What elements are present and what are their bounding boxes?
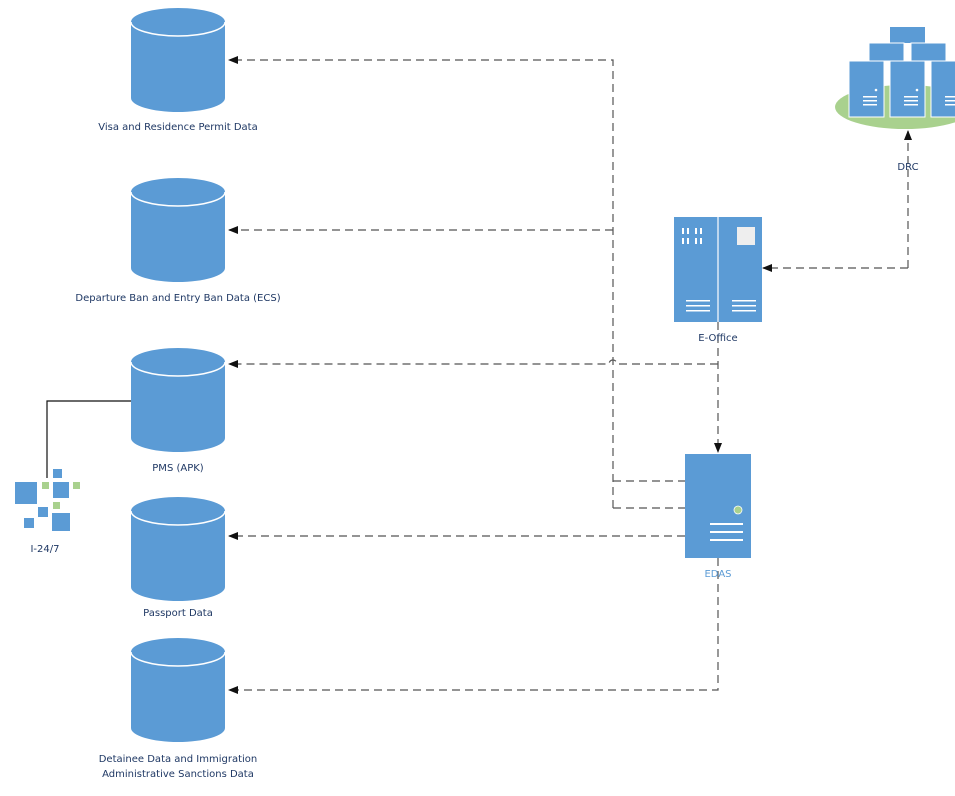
connectors bbox=[46, 56, 912, 694]
database-icon bbox=[130, 637, 226, 743]
pms-database[interactable]: PMS (APK) bbox=[130, 347, 226, 474]
departure-label: Departure Ban and Entry Ban Data (ECS) bbox=[75, 293, 280, 304]
database-icon bbox=[130, 347, 226, 453]
detainee-database[interactable]: Detainee Data and Immigration Administra… bbox=[99, 637, 258, 780]
visa-database[interactable]: Visa and Residence Permit Data bbox=[98, 7, 258, 133]
database-icon bbox=[130, 177, 226, 283]
connector-to-pms bbox=[228, 359, 718, 368]
connector-to-detainee bbox=[228, 558, 719, 694]
i247-node[interactable]: I-24/7 bbox=[15, 469, 80, 555]
passport-database[interactable]: Passport Data bbox=[130, 496, 226, 619]
detainee-label-line2: Administrative Sanctions Data bbox=[102, 769, 254, 780]
database-icon bbox=[130, 7, 226, 113]
departure-database[interactable]: Departure Ban and Entry Ban Data (ECS) bbox=[75, 177, 281, 304]
connector-to-visa bbox=[228, 56, 614, 508]
server-farm-icon bbox=[835, 27, 955, 129]
database-icon bbox=[130, 496, 226, 602]
network-squares-icon bbox=[15, 469, 80, 531]
eoffice-node[interactable]: E-Office bbox=[674, 217, 762, 344]
edas-node[interactable]: EDAS bbox=[685, 454, 751, 580]
drc-label: DRC bbox=[897, 162, 918, 173]
server-rack-icon bbox=[674, 217, 762, 322]
drc-node[interactable]: DRC bbox=[835, 27, 955, 173]
connector-i247-pms bbox=[46, 400, 131, 478]
server-icon bbox=[685, 454, 751, 558]
passport-label: Passport Data bbox=[143, 608, 213, 619]
pms-label: PMS (APK) bbox=[152, 463, 204, 474]
i247-label: I-24/7 bbox=[30, 544, 59, 555]
eoffice-label: E-Office bbox=[698, 333, 737, 344]
visa-label: Visa and Residence Permit Data bbox=[98, 122, 257, 133]
edas-label: EDAS bbox=[704, 569, 731, 580]
detainee-label-line1: Detainee Data and Immigration bbox=[99, 754, 258, 765]
